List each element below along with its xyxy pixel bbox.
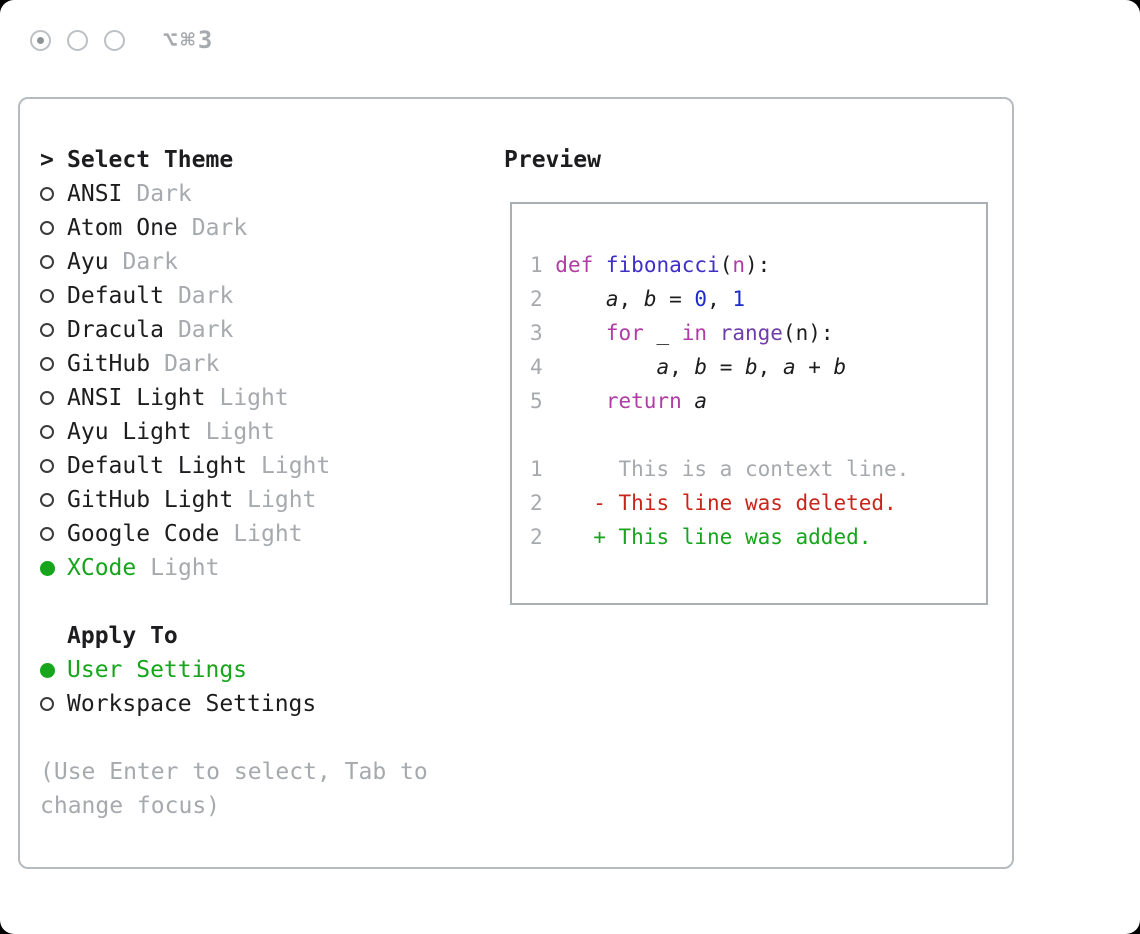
theme-option-xcode[interactable]: XCode Light [40,551,428,585]
theme-name: Default Light [67,453,248,479]
code-line [530,418,986,452]
radio-icon [40,357,67,371]
hint-line-1: (Use Enter to select, Tab to [40,759,428,785]
theme-variant: Light [261,453,331,479]
theme-name: ANSI [67,181,123,207]
theme-option-github-light[interactable]: GitHub Light Light [40,483,428,517]
radio-icon [40,425,67,439]
theme-option-atom-one[interactable]: Atom One Dark [40,211,428,245]
titlebar: ⌥⌘3 [30,26,215,54]
theme-option-ansi-light[interactable]: ANSI Light Light [40,381,428,415]
theme-name: Ayu Light [67,419,192,445]
theme-name: GitHub [67,351,151,377]
theme-name: XCode [67,555,137,581]
hint-line-2: change focus) [40,793,221,819]
theme-name: Google Code [67,521,220,547]
radio-selected-icon [40,560,67,576]
spacer [40,585,428,619]
radio-icon [40,221,67,235]
radio-icon [40,255,67,269]
theme-name: Default [67,283,164,309]
code-line: 1 def fibonacci(n): [530,253,771,277]
apply-to-title: Apply To [67,623,178,649]
radio-icon [40,289,67,303]
radio-icon [40,493,67,507]
select-theme-title: Select Theme [67,147,234,173]
theme-option-default-light[interactable]: Default Light Light [40,449,428,483]
keyboard-shortcut-label: ⌥⌘3 [163,26,216,54]
theme-option-ayu-light[interactable]: Ayu Light Light [40,415,428,449]
radio-icon [40,697,67,711]
theme-name: Atom One [67,215,178,241]
theme-name: Dracula [67,317,164,343]
apply-option-label: User Settings [67,657,248,683]
spacer [40,721,428,755]
apply-to-header: Apply To [40,619,428,653]
theme-variant: Light [233,521,303,547]
theme-variant: Light [247,487,317,513]
theme-variant: Light [205,419,275,445]
theme-variant: Dark [177,317,234,343]
code-line: 5 return a [530,389,708,413]
theme-variant: Dark [177,283,234,309]
theme-variant: Dark [191,215,248,241]
code-line: 2 a, b = 0, 1 [530,287,746,311]
theme-variant: Dark [122,249,178,275]
theme-variant: Light [219,385,289,411]
radio-icon [40,459,67,473]
theme-option-default[interactable]: Default Dark [40,279,428,313]
window-button-zoom[interactable] [104,29,125,51]
apply-option-label: Workspace Settings [67,691,317,717]
code-line: 4 a, b = b, a + b [530,355,847,379]
theme-variant: Dark [164,351,220,377]
code-line: 2 - This line was deleted. [530,491,897,515]
apply-option-user-settings[interactable]: User Settings [40,653,428,687]
window-button-close[interactable] [30,29,51,51]
radio-icon [40,323,67,337]
code-line: 3 for _ in range(n): [530,321,834,345]
theme-option-ayu[interactable]: Ayu Dark [40,245,428,279]
code-line: 1 This is a context line. [530,457,910,481]
theme-option-google-code[interactable]: Google Code Light [40,517,428,551]
apply-option-workspace-settings[interactable]: Workspace Settings [40,687,428,721]
theme-option-dracula[interactable]: Dracula Dark [40,313,428,347]
radio-icon [40,187,67,201]
select-theme-header: > Select Theme [40,143,428,177]
theme-variant: Dark [136,181,192,207]
window-button-minimize[interactable] [67,29,88,51]
theme-variant: Light [150,555,220,581]
window-button-dot-icon [37,36,44,44]
preview-box: 1 def fibonacci(n): 2 a, b = 0, 1 3 for _ … [510,202,988,605]
theme-name: ANSI Light [67,385,206,411]
radio-selected-icon [40,662,67,678]
code-block: 1 def fibonacci(n): 2 a, b = 0, 1 3 for _ … [530,248,986,554]
radio-icon [40,391,67,405]
cursor-prefix: > [40,147,54,173]
theme-option-ansi[interactable]: ANSI Dark [40,177,428,211]
radio-icon [40,527,67,541]
theme-name: Ayu [67,249,109,275]
code-line: 2 + This line was added. [530,525,872,549]
hint-text: (Use Enter to select, Tab to change focu… [40,755,428,823]
preview-title: Preview [504,147,601,173]
theme-option-github[interactable]: GitHub Dark [40,347,428,381]
theme-name: GitHub Light [67,487,234,513]
